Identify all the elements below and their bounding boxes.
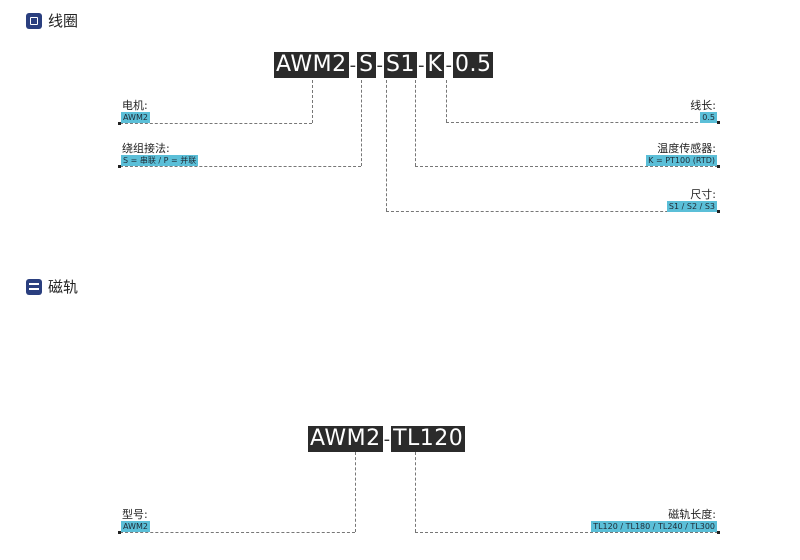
motor-value-tag: AWM2 [121,112,150,123]
connector-dot [118,165,121,168]
rail-icon [26,278,42,295]
connector-line [415,80,416,166]
size-value-tag: S1 / S2 / S3 [666,201,717,212]
connector-dot [717,531,720,534]
code-segment-model: AWM2 [308,426,383,452]
code-separator: - [349,54,357,76]
code-segment-sensor: K [425,52,445,78]
model-value-tag: AWM2 [121,521,150,532]
connector-line [120,123,312,124]
connector-line [386,211,718,212]
connector-line [415,532,718,533]
connector-line [312,80,313,123]
temp-sensor-value-tag: K = PT100 (RTD) [646,155,717,166]
coil-model-code: AWM2 - S - S1 - K - 0.5 [274,52,494,78]
code-segment-winding: S [357,52,376,78]
coil-section-header: 线圈 [26,10,78,31]
connector-dot [717,121,720,124]
connector-line [120,532,355,533]
code-segment-size: S1 [384,52,418,78]
code-separator: - [418,54,425,76]
motor-label: 电机: [122,99,148,112]
rail-length-label: 磁轨长度: [668,508,716,521]
rail-section-title: 磁轨 [48,278,79,296]
wire-length-value-tag: 0.5 [700,112,717,123]
rail-length-value-tag: TL120 / TL180 / TL240 / TL300 [591,521,717,532]
code-separator: - [445,54,452,76]
connector-dot [717,165,720,168]
code-separator: - [376,54,384,76]
wire-length-label: 线长: [690,99,716,112]
connector-line [120,166,361,167]
coil-section-title: 线圈 [48,12,79,30]
connector-dot [118,122,121,125]
code-segment-length: 0.5 [452,52,494,78]
connector-dot [717,210,720,213]
connector-line [415,166,718,167]
connector-line [415,452,416,532]
model-label: 型号: [122,508,148,521]
rail-model-code: AWM2 - TL120 [308,426,466,452]
connector-line [386,80,387,211]
connector-dot [118,531,121,534]
code-segment-motor: AWM2 [274,52,349,78]
coil-icon [26,12,42,29]
connector-line [446,80,447,122]
winding-value-tag: S = 串联 / P = 并联 [121,155,199,166]
size-label: 尺寸: [690,188,716,201]
rail-section-header: 磁轨 [26,276,78,297]
temp-sensor-label: 温度传感器: [657,142,716,155]
connector-line [355,452,356,532]
connector-line [446,122,718,123]
winding-label: 绕组接法: [122,142,170,155]
code-segment-rail-length: TL120 [391,426,466,452]
connector-line [361,80,362,166]
code-separator: - [383,428,391,450]
